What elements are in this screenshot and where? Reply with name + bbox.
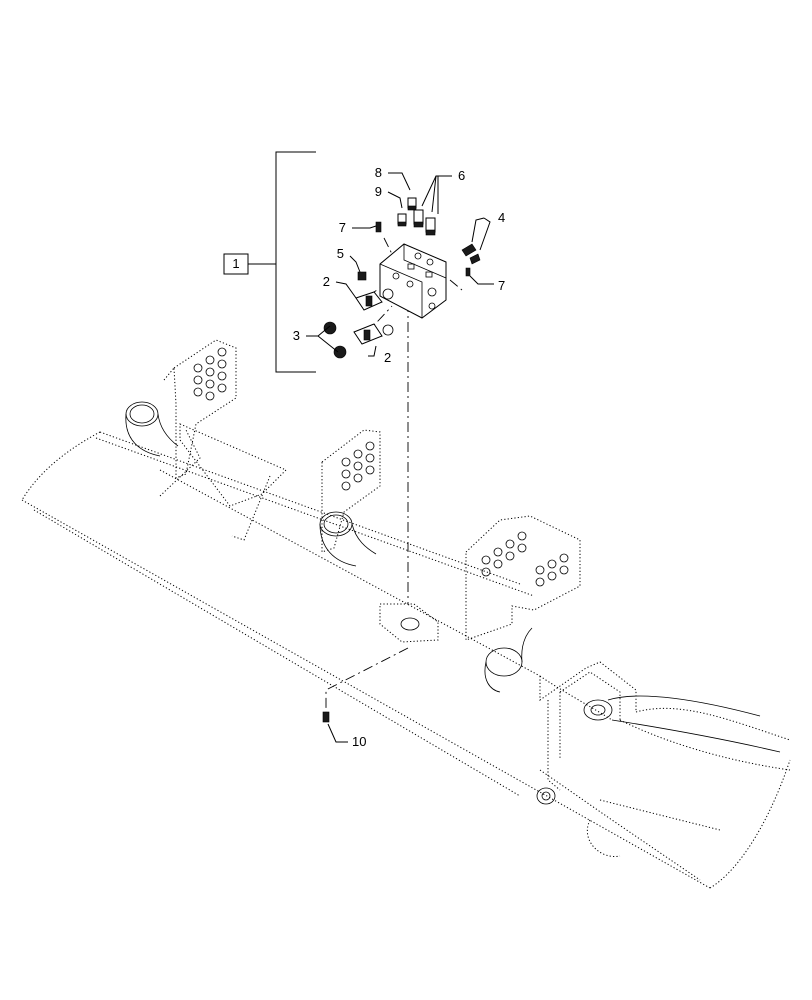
elbow-tube-middle [319, 511, 377, 567]
solenoid-valve-lower [353, 323, 394, 345]
callout-10: 10 [352, 734, 366, 749]
bracket-plate-right [465, 515, 581, 641]
callout-9: 9 [375, 184, 382, 199]
pins [375, 221, 471, 277]
callout-2-lower: 2 [384, 350, 391, 365]
callout-5: 5 [337, 246, 344, 261]
bracket-plate-middle [321, 429, 381, 553]
elbow-tube-right [484, 627, 533, 693]
callout-7-right: 7 [498, 278, 505, 293]
leader-lines [306, 172, 494, 743]
assembly-lines [325, 237, 463, 712]
bracket-plate-left [163, 339, 237, 479]
drive-housing [536, 661, 791, 857]
header-boom [21, 431, 791, 889]
callout-8: 8 [375, 165, 382, 180]
callout-3: 3 [293, 328, 300, 343]
valve-block [379, 243, 447, 319]
bolt [322, 711, 330, 723]
callouts: 1 2 2 3 4 5 6 7 7 8 9 10 [232, 165, 505, 749]
coil-nuts [323, 321, 347, 359]
callout-1: 1 [232, 256, 239, 271]
fittings-right [461, 243, 481, 265]
solenoid-valve-upper [355, 288, 394, 311]
elbow-tube-left [125, 401, 179, 457]
support-braces [159, 423, 439, 643]
callout-7-left: 7 [339, 220, 346, 235]
assembly-group-bracket [223, 151, 316, 373]
callout-4: 4 [498, 210, 505, 225]
callout-2-upper: 2 [323, 274, 330, 289]
fittings-top [397, 197, 436, 236]
plug [357, 271, 367, 281]
callout-6: 6 [458, 168, 465, 183]
